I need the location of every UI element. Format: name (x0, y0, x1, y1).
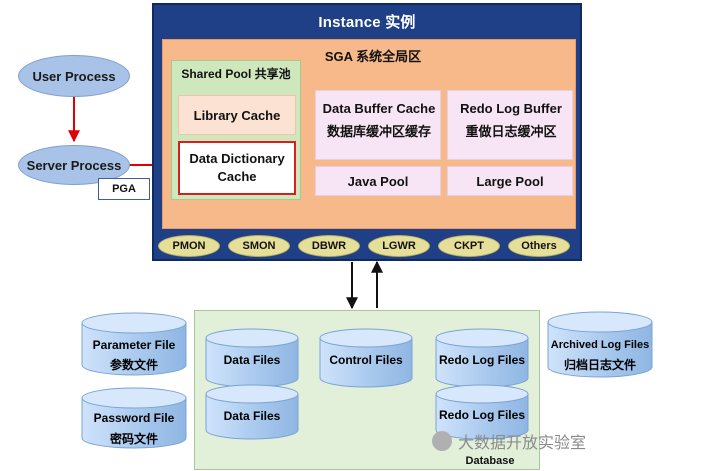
redo-log-buffer-zh: 重做日志缓冲区 (465, 123, 557, 139)
pga-box: PGA (98, 178, 150, 200)
parameter-file-label-en: Parameter File (92, 338, 176, 352)
redo-log-buffer-box: Redo Log Buffer 重做日志缓冲区 (447, 90, 573, 160)
instance-title: Instance 实例 (318, 13, 416, 31)
java-pool-label: Java Pool (347, 173, 409, 189)
process-smon-label: SMON (242, 240, 276, 252)
process-others: Others (508, 235, 570, 257)
data-files-label-2: Data Files (223, 409, 281, 423)
process-dbwr: DBWR (298, 235, 360, 257)
redo-log-files-cylinder-2 (435, 384, 529, 440)
data-buffer-cache-zh: 数据库缓冲区缓存 (326, 123, 431, 139)
pga-label: PGA (112, 183, 136, 195)
shared-pool-box: Shared Pool 共享池 Library Cache Data Dicti… (171, 60, 301, 200)
parameter-file-label-zh: 参数文件 (109, 357, 158, 372)
process-pmon: PMON (158, 235, 220, 257)
process-smon: SMON (228, 235, 290, 257)
database-label: Database (465, 455, 515, 467)
parameter-file-cylinder (81, 312, 187, 376)
shared-pool-title: Shared Pool 共享池 (181, 66, 291, 81)
redo-log-files-label-1: Redo Log Files (438, 353, 525, 367)
data-files-label-1: Data Files (223, 353, 281, 367)
process-others-label: Others (521, 240, 557, 252)
library-cache-label: Library Cache (193, 107, 281, 123)
java-pool-box: Java Pool (315, 166, 441, 196)
instance-box: Instance 实例 SGA 系统全局区 Shared Pool 共享池 Li… (152, 3, 582, 261)
archived-log-files-label-en: Archived Log Files (550, 339, 650, 351)
sga-box: SGA 系统全局区 Shared Pool 共享池 Library Cache … (162, 39, 576, 229)
redo-log-files-cylinder-1 (435, 328, 529, 388)
process-lgwr: LGWR (368, 235, 430, 257)
data-buffer-cache-box: Data Buffer Cache 数据库缓冲区缓存 (315, 90, 441, 160)
user-process-label: User Process (32, 68, 116, 84)
server-process-label: Server Process (26, 157, 122, 173)
redo-log-files-label-2: Redo Log Files (438, 408, 525, 422)
large-pool-box: Large Pool (447, 166, 573, 196)
archived-log-files-cylinder (547, 311, 653, 378)
archived-log-files-label-zh: 归档日志文件 (563, 357, 636, 372)
password-file-label-en: Password File (93, 411, 175, 425)
password-file-cylinder (81, 387, 187, 449)
password-file-label-zh: 密码文件 (109, 431, 158, 446)
sga-title: SGA 系统全局区 (324, 48, 422, 64)
process-dbwr-label: DBWR (311, 240, 347, 252)
user-process-ellipse: User Process (18, 55, 130, 97)
large-pool-label: Large Pool (476, 173, 544, 189)
redo-log-buffer-en: Redo Log Buffer (460, 100, 562, 116)
process-ckpt: CKPT (438, 235, 500, 257)
control-files-cylinder (319, 328, 413, 388)
wechat-icon (432, 431, 452, 451)
data-dictionary-cache-label: Data Dictionary Cache (189, 151, 285, 184)
watermark-text: 大数据开放实验室 (458, 435, 587, 452)
library-cache-box: Library Cache (178, 95, 296, 135)
data-files-cylinder-2 (205, 384, 299, 440)
process-pmon-label: PMON (172, 240, 206, 252)
data-files-cylinder-1 (205, 328, 299, 388)
data-dictionary-cache-box: Data Dictionary Cache (178, 141, 296, 195)
control-files-label: Control Files (329, 353, 403, 367)
data-buffer-cache-en: Data Buffer Cache (322, 100, 436, 116)
process-ckpt-label: CKPT (454, 240, 484, 252)
process-lgwr-label: LGWR (382, 240, 416, 252)
